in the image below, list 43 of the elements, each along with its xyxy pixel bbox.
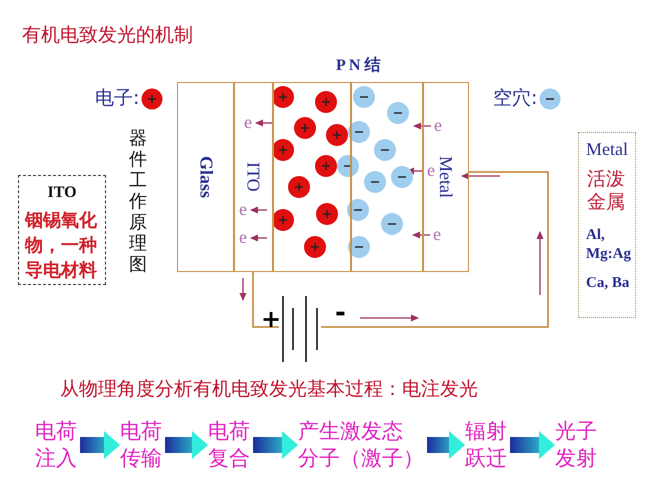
polarity-sign: + <box>261 305 282 333</box>
block-arrow <box>510 431 555 459</box>
step-text: 光子发射 <box>555 418 598 472</box>
note-box <box>18 175 106 285</box>
note-text: 活泼金属 <box>587 168 626 214</box>
legend-label: 电子: <box>95 86 140 111</box>
subtitle: 从物理角度分析有机电致发光基本过程：电注发光 <box>60 377 478 402</box>
layer-label: ITO <box>242 162 264 192</box>
charge-label: e <box>433 225 441 243</box>
layer-label: Glass <box>195 156 216 198</box>
layer-label: Metal <box>434 156 456 198</box>
wire <box>252 272 279 328</box>
block-arrow <box>253 431 298 459</box>
note-text: 铟锡氧化物，一种导电材料 <box>25 209 98 283</box>
step-text: 电荷复合 <box>208 418 252 472</box>
organic-layer <box>272 82 352 272</box>
organic-layer <box>350 82 424 272</box>
vertical-caption: 器件工作原理图 <box>129 128 148 275</box>
note-heading: Metal <box>585 139 629 160</box>
note-text: Ca, Ba <box>586 274 630 293</box>
step-text: 辐射跃迁 <box>465 418 508 472</box>
legend-label: 空穴: <box>493 86 538 111</box>
block-arrow <box>165 431 208 459</box>
step-text: 电荷传输 <box>120 418 164 472</box>
charge-label: e <box>427 161 435 179</box>
step-text: 电荷注入 <box>35 418 78 472</box>
note-box <box>578 132 636 318</box>
note-text: Al, Mg:Ag <box>586 226 632 264</box>
block-arrow <box>427 431 465 459</box>
step-text: 产生激发态分子（激子） <box>298 418 426 472</box>
wire <box>321 171 549 328</box>
charge-label: e <box>434 116 442 134</box>
metal-layer <box>422 82 468 272</box>
electrode-layer <box>232 82 274 272</box>
charge-label: e <box>239 200 247 218</box>
glass-layer <box>177 82 234 272</box>
diagram-title: 有机电致发光的机制 <box>22 23 193 48</box>
block-arrow <box>80 431 120 459</box>
heading-label: P N 结 <box>336 56 380 76</box>
polarity-sign: - <box>335 298 346 328</box>
charge-label: e <box>244 113 252 131</box>
note-heading: ITO <box>46 184 78 202</box>
charge-label: e <box>239 228 247 246</box>
